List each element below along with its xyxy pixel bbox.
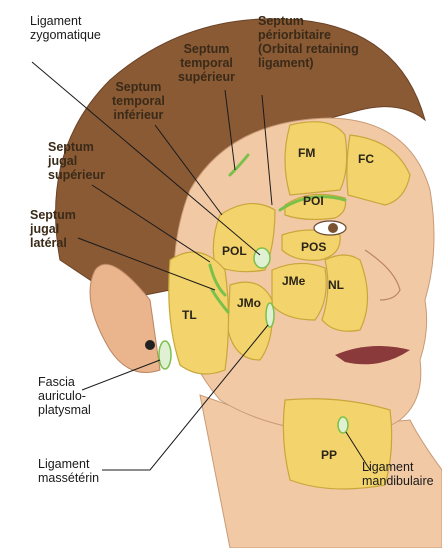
label-ligament-mandibulaire: Ligament mandibulaire <box>362 460 434 488</box>
zone-pol: POL <box>222 244 247 258</box>
fat-pad-fm <box>285 122 347 195</box>
label-septum-jugal-superieur: Septum jugal supérieur <box>48 140 105 182</box>
zone-poi: POI <box>303 194 324 208</box>
zone-nl: NL <box>328 278 344 292</box>
fat-pad-tl <box>169 252 229 374</box>
zone-tl: TL <box>182 308 197 322</box>
label-ligament-zygomatique: Ligament zygomatique <box>30 14 101 42</box>
zone-jmo: JMo <box>237 296 261 310</box>
zone-jme: JMe <box>282 274 305 288</box>
label-fascia-auriculo-platysmal: Fascia auriculo- platysmal <box>38 375 91 417</box>
label-septum-jugal-lateral: Septum jugal latéral <box>30 208 76 250</box>
leader-fascia-auriculo <box>82 360 160 390</box>
ligament-masseterin-marker <box>266 303 274 327</box>
zone-pp: PP <box>321 448 337 462</box>
fascia-auriculo-marker <box>159 341 171 369</box>
zone-pos: POS <box>301 240 326 254</box>
ear-stud <box>145 340 155 350</box>
zone-fc: FC <box>358 152 374 166</box>
zone-fm: FM <box>298 146 315 160</box>
label-septum-periorbitaire: Septum périorbitaire (Orbital retaining … <box>258 14 359 70</box>
ligament-mandibulaire-marker <box>338 417 348 433</box>
label-ligament-masseterin: Ligament massétérin <box>38 457 99 485</box>
fat-pad-nl <box>322 255 368 331</box>
label-septum-temporal-superieur: Septum temporal supérieur <box>178 42 235 84</box>
label-septum-temporal-inferieur: Septum temporal inférieur <box>112 80 165 122</box>
fat-pad-jme <box>272 263 326 320</box>
iris <box>328 223 338 233</box>
ligament-zygomatique-marker <box>254 248 270 268</box>
